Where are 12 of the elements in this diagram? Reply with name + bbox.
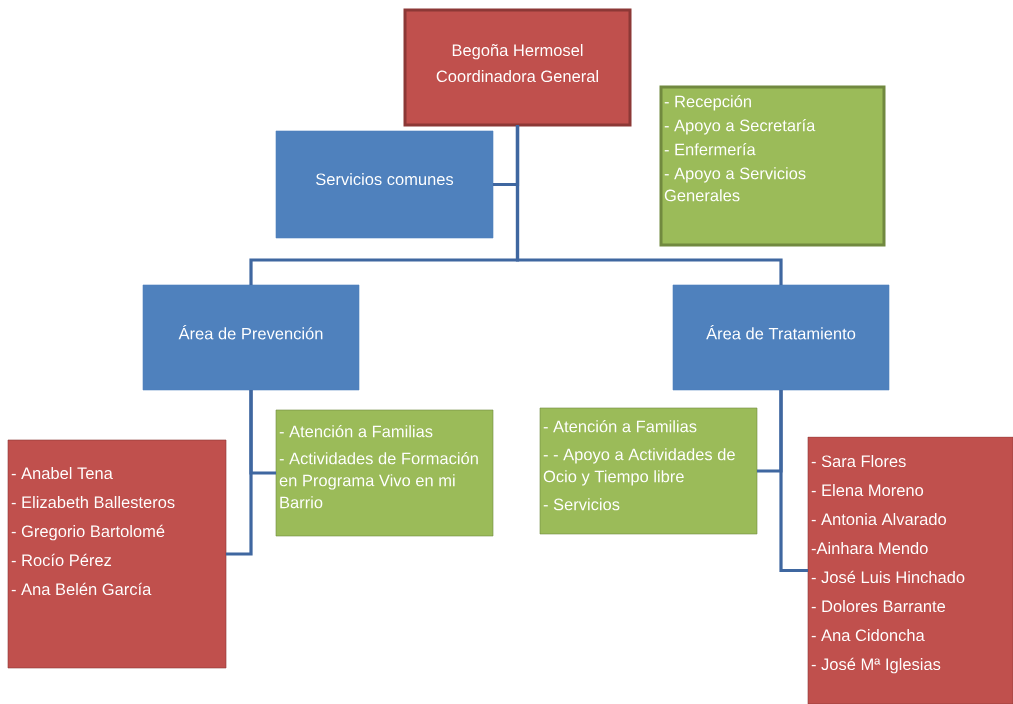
staff-box: - Anabel Tena - Elizabeth Ballesteros - Gregorio Bartolomé - Rocío Pérez - Ana Belén García xyxy=(7,439,227,669)
section-box: Área de Prevención xyxy=(142,284,360,391)
connector-line xyxy=(779,390,808,573)
title-box: Begoña Hermosel Coordinadora General xyxy=(403,8,632,127)
section-box: Área de Tratamiento xyxy=(672,284,890,391)
connector-line xyxy=(226,390,253,556)
task-box: - Atención a Familias - - Apoyo a Actividades de Ocio y Tiempo libre - Servicios xyxy=(539,407,758,535)
staff-box: - Sara Flores - Elena Moreno - Antonia Alvarado -Ainhara Mendo - José Luis Hinchado - Dolores Barrante - Ana Cidoncha - José Mª Iglesias xyxy=(807,436,1013,704)
task-box: - Recepción - Apoyo a Secretaría - Enfermería - Apoyo a Servicios Generales xyxy=(659,85,886,247)
connector-line xyxy=(515,125,783,285)
task-box: - Atención a Familias - Actividades de Formación en Programa Vivo en mi Barrio xyxy=(275,409,494,537)
section-box: Servicios comunes xyxy=(275,130,494,239)
